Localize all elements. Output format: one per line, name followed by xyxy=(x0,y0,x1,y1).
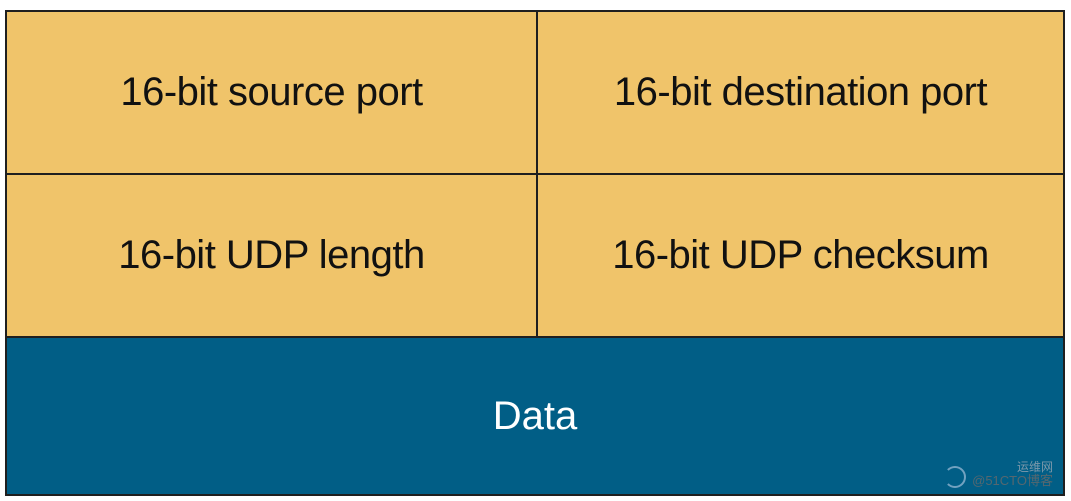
destination-port-field: 16-bit destination port xyxy=(613,70,988,114)
watermark-line-2: @51CTO博客 xyxy=(972,473,1053,488)
udp-checksum-field: 16-bit UDP checksum xyxy=(612,233,989,277)
watermark: 运维网 @51CTO博客 xyxy=(944,460,1053,488)
watermark-text: 运维网 @51CTO博客 xyxy=(972,460,1053,488)
watermark-line-1: 运维网 xyxy=(1016,460,1053,474)
watermark-logo-icon xyxy=(944,466,967,488)
udp-header-diagram: 16-bit source port 16-bit destination po… xyxy=(5,10,1065,496)
udp-length-field: 16-bit UDP length xyxy=(7,175,538,336)
data-field: Data xyxy=(7,338,1063,494)
length-checksum-row: 16-bit UDP length 16-bit UDP checksum xyxy=(7,175,1063,338)
ports-row: 16-bit source port 16-bit destination po… xyxy=(7,12,1063,175)
source-port-field: 16-bit source port xyxy=(7,12,538,173)
